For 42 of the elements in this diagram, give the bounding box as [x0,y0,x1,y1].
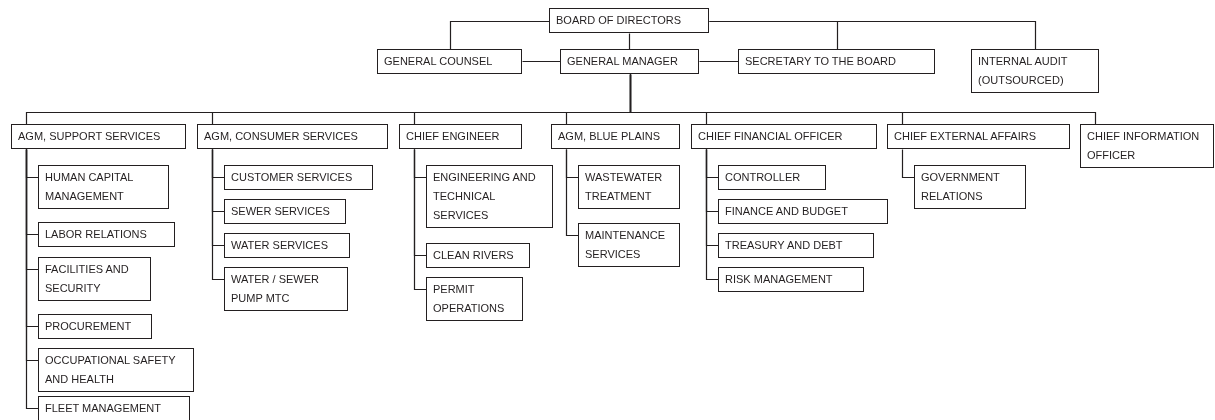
org-chart-box: OCCUPATIONAL SAFETY AND HEALTH [38,348,194,392]
org-chart-box: CLEAN RIVERS [426,243,530,268]
org-chart-box: CHIEF EXTERNAL AFFAIRS [887,124,1070,149]
connector-line [521,60,562,63]
org-chart-box: AGM, BLUE PLAINS [551,124,680,149]
org-chart-box: CUSTOMER SERVICES [224,165,373,190]
connector-line [25,148,40,410]
org-chart-box: WATER SERVICES [224,233,350,258]
org-chart-box: PROCUREMENT [38,314,152,339]
org-chart-box: AGM, CONSUMER SERVICES [197,124,388,149]
org-chart-box: TREASURY AND DEBT [718,233,874,258]
org-chart-box: SECRETARY TO THE BOARD [738,49,935,74]
connector-line [211,148,226,281]
connector-line [901,148,916,179]
org-chart-box: GENERAL MANAGER [560,49,699,74]
connector-line [449,20,551,51]
org-chart-box: MAINTENANCE SERVICES [578,223,680,267]
org-chart-box: CHIEF ENGINEER [399,124,522,149]
org-chart-box: INTERNAL AUDIT (OUTSOURCED) [971,49,1099,93]
org-chart-box: BOARD OF DIRECTORS [549,8,709,33]
connector-line [565,148,580,237]
org-chart-box: CHIEF INFORMATION OFFICER [1080,124,1214,168]
org-chart-box: CHIEF FINANCIAL OFFICER [691,124,877,149]
org-chart-box: AGM, SUPPORT SERVICES [11,124,186,149]
connector-line [698,60,740,63]
org-chart-box: PERMIT OPERATIONS [426,277,523,321]
connector-line [705,148,720,281]
org-chart-box: WATER / SEWER PUMP MTC [224,267,348,311]
org-chart-box: FINANCE AND BUDGET [718,199,888,224]
connector-line [413,148,428,291]
org-chart-box: RISK MANAGEMENT [718,267,864,292]
org-chart-box: SEWER SERVICES [224,199,346,224]
connector-line [629,73,1097,126]
org-chart-box: GOVERNMENT RELATIONS [914,165,1026,209]
org-chart-box: FLEET MANAGEMENT [38,396,190,420]
org-chart-box: HUMAN CAPITAL MANAGEMENT [38,165,169,209]
org-chart-box: WASTEWATER TREATMENT [578,165,680,209]
org-chart-box: ENGINEERING AND TECHNICAL SERVICES [426,165,553,228]
org-chart-box: GENERAL COUNSEL [377,49,522,74]
org-chart-box: LABOR RELATIONS [38,222,175,247]
org-chart-box: CONTROLLER [718,165,826,190]
org-chart-box: FACILITIES AND SECURITY [38,257,151,301]
